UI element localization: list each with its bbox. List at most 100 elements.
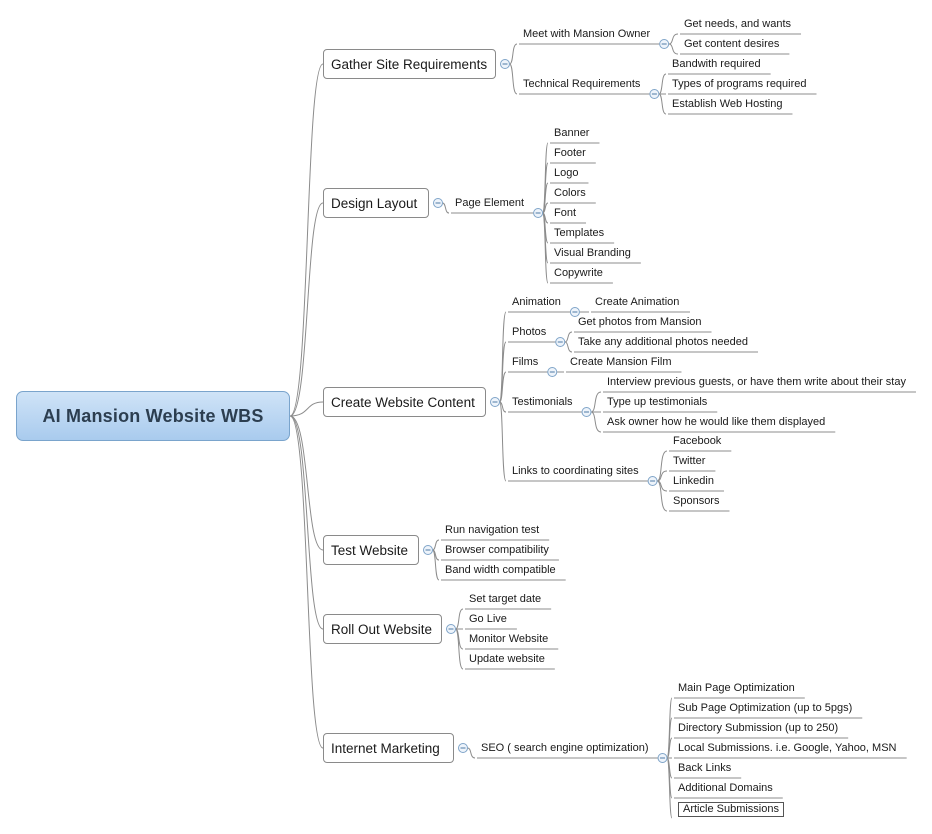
connector-line	[666, 757, 673, 819]
branch-topic-0[interactable]: Gather Site Requirements	[323, 49, 496, 79]
connector-line	[455, 628, 464, 670]
leaf-topic[interactable]: Set target date	[469, 593, 542, 605]
leaf-topic[interactable]: Update website	[469, 653, 545, 665]
connector-line	[564, 331, 573, 343]
connector-line	[455, 608, 464, 630]
leaf-topic[interactable]: Footer	[554, 147, 586, 159]
collapse-toggle-icon[interactable]	[659, 39, 670, 49]
connector-line	[432, 549, 440, 581]
leaf-topic[interactable]: Copywrite	[554, 267, 603, 279]
collapse-toggle-icon[interactable]	[657, 753, 668, 763]
connector-line	[499, 401, 507, 482]
subtopic[interactable]: Meet with Mansion Owner	[523, 28, 651, 40]
connector-line	[289, 401, 324, 417]
leaf-topic[interactable]: Visual Branding	[554, 247, 631, 259]
leaf-topic[interactable]: Take any additional photos needed	[578, 336, 749, 348]
connector-line	[564, 341, 573, 353]
leaf-topic[interactable]: Band width compatible	[445, 564, 556, 576]
branch-topic-2[interactable]: Create Website Content	[323, 387, 486, 417]
leaf-topic[interactable]: Interview previous guests, or have them …	[607, 376, 906, 388]
leaf-topic[interactable]: Back Links	[678, 762, 732, 774]
collapse-toggle-icon[interactable]	[581, 407, 592, 417]
branch-topic-5[interactable]: Internet Marketing	[323, 733, 454, 763]
connector-line	[289, 415, 324, 749]
connector-line	[509, 43, 518, 65]
collapse-toggle-icon[interactable]	[569, 307, 580, 317]
connector-line	[509, 63, 518, 95]
connector-line	[289, 63, 324, 417]
leaf-topic[interactable]: Article Submissions	[678, 802, 784, 817]
collapse-toggle-icon[interactable]	[547, 367, 558, 377]
subtopic[interactable]: SEO ( search engine optimization)	[481, 742, 649, 754]
leaf-topic[interactable]: Get needs, and wants	[684, 18, 792, 30]
leaf-topic[interactable]: Logo	[554, 167, 579, 179]
connector-line	[656, 450, 668, 482]
subtopic[interactable]: Technical Requirements	[523, 78, 641, 90]
collapse-toggle-icon[interactable]	[446, 624, 456, 634]
branch-topic-3[interactable]: Test Website	[323, 535, 419, 565]
connector-line	[467, 747, 476, 759]
connector-line	[499, 371, 507, 403]
connector-line	[499, 401, 507, 413]
collapse-toggle-icon[interactable]	[555, 337, 566, 347]
leaf-topic[interactable]: Linkedin	[673, 475, 714, 487]
collapse-toggle-icon[interactable]	[649, 89, 660, 99]
subtopic[interactable]: Testimonials	[512, 396, 573, 408]
leaf-topic[interactable]: Main Page Optimization	[678, 682, 795, 694]
connector-line	[590, 411, 602, 433]
leaf-topic[interactable]: Twitter	[673, 455, 706, 467]
connector-line	[668, 33, 679, 45]
connector-line	[289, 415, 324, 551]
connector-line	[289, 202, 324, 417]
connector-line	[455, 628, 464, 650]
connector-line	[666, 737, 673, 759]
leaf-topic[interactable]: Go Live	[469, 613, 507, 625]
leaf-topic[interactable]: Colors	[554, 187, 586, 199]
leaf-topic[interactable]: Additional Domains	[678, 782, 773, 794]
leaf-topic[interactable]: Directory Submission (up to 250)	[678, 722, 839, 734]
subtopic[interactable]: Page Element	[455, 197, 525, 209]
collapse-toggle-icon[interactable]	[490, 397, 500, 407]
leaf-topic[interactable]: Monitor Website	[469, 633, 549, 645]
connector-line	[668, 43, 679, 55]
leaf-topic[interactable]: Create Animation	[595, 296, 680, 308]
collapse-toggle-icon[interactable]	[458, 743, 468, 753]
leaf-topic[interactable]: Local Submissions. i.e. Google, Yahoo, M…	[678, 742, 897, 754]
leaf-topic[interactable]: Sponsors	[673, 495, 720, 507]
branch-topic-1[interactable]: Design Layout	[323, 188, 429, 218]
leaf-topic[interactable]: Get photos from Mansion	[578, 316, 702, 328]
connector-line	[289, 415, 324, 630]
leaf-topic[interactable]: Get content desires	[684, 38, 780, 50]
connector-line	[432, 539, 440, 551]
leaf-topic[interactable]: Bandwith required	[672, 58, 761, 70]
connector-line	[442, 202, 450, 214]
leaf-topic[interactable]: Banner	[554, 127, 590, 139]
leaf-topic[interactable]: Run navigation test	[445, 524, 540, 536]
connector-line	[656, 480, 668, 512]
leaf-topic[interactable]: Font	[554, 207, 577, 219]
collapse-toggle-icon[interactable]	[423, 545, 433, 555]
root-topic[interactable]: AI Mansion Website WBS	[16, 391, 290, 441]
collapse-toggle-icon[interactable]	[647, 476, 658, 486]
collapse-toggle-icon[interactable]	[533, 208, 544, 218]
subtopic[interactable]: Links to coordinating sites	[512, 465, 639, 477]
subtopic[interactable]: Animation	[512, 296, 561, 308]
leaf-topic[interactable]: Type up testimonials	[607, 396, 708, 408]
collapse-toggle-icon[interactable]	[500, 59, 510, 69]
leaf-topic[interactable]: Facebook	[673, 435, 722, 447]
leaf-topic[interactable]: Establish Web Hosting	[672, 98, 783, 110]
leaf-topic[interactable]: Templates	[554, 227, 605, 239]
branch-topic-4[interactable]: Roll Out Website	[323, 614, 442, 644]
collapse-toggle-icon[interactable]	[433, 198, 443, 208]
leaf-topic[interactable]: Sub Page Optimization (up to 5pgs)	[678, 702, 853, 714]
leaf-topic[interactable]: Ask owner how he would like them display…	[607, 416, 826, 428]
connector-line	[542, 212, 549, 284]
connector-line	[658, 93, 667, 115]
subtopic[interactable]: Photos	[512, 326, 547, 338]
subtopic[interactable]: Films	[512, 356, 539, 368]
connector-line	[590, 391, 602, 413]
leaf-topic[interactable]: Create Mansion Film	[570, 356, 672, 368]
leaf-topic[interactable]: Types of programs required	[672, 78, 807, 90]
leaf-topic[interactable]: Browser compatibility	[445, 544, 549, 556]
